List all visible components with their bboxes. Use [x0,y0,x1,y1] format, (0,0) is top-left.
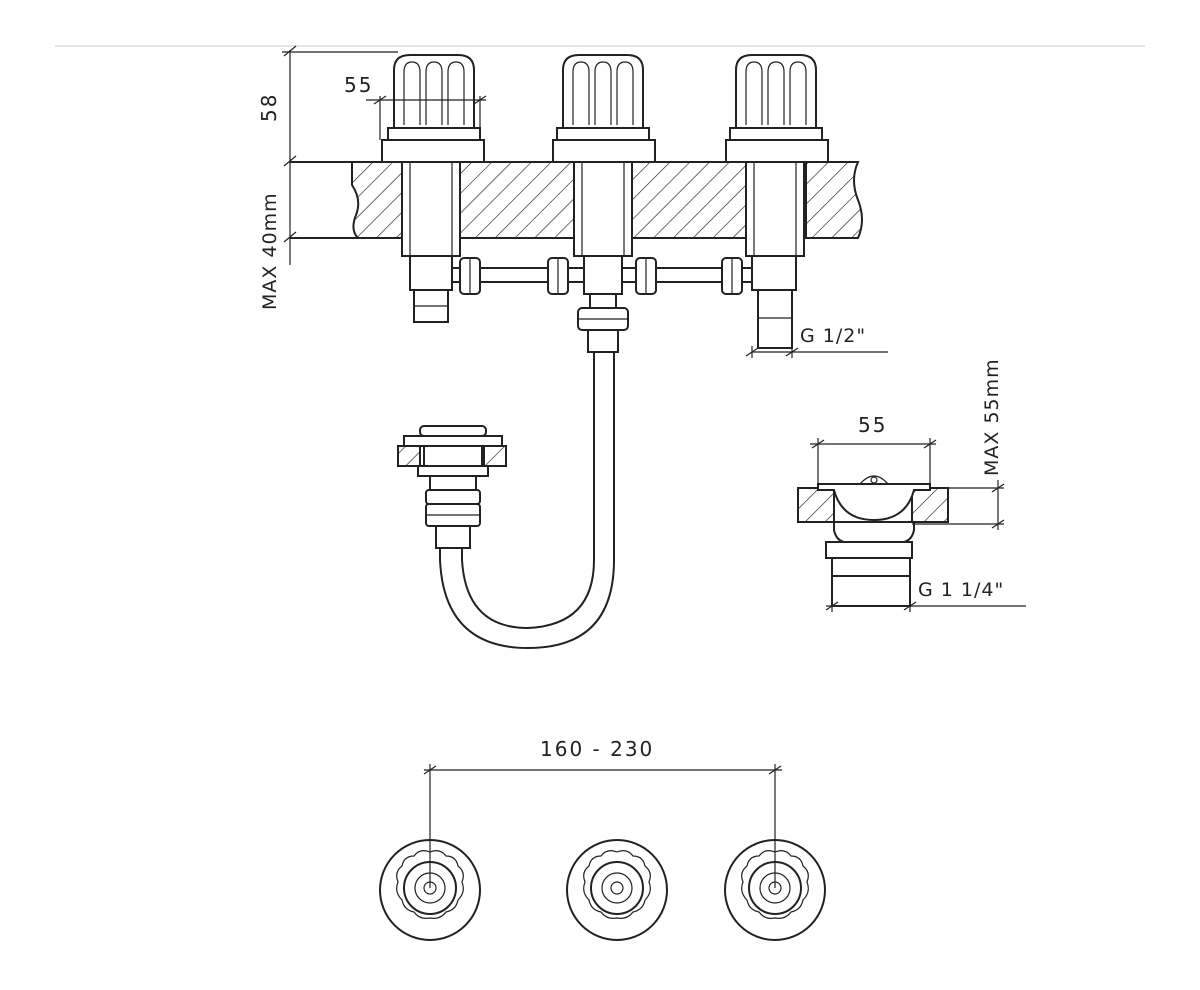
dim-max-deck-thickness: MAX 40mm [259,192,281,310]
spout-hose [439,293,629,650]
crossover-pipes [451,257,753,295]
rosette-center [566,839,668,941]
handle-right [725,54,829,163]
dimension-lines [282,45,1026,888]
dim-drain-width: 55 [858,413,887,437]
dim-drain-max-deck: MAX 55mm [981,358,1003,476]
dim-handle-height: 58 [257,93,281,122]
dim-inlet-thread: G 1/2" [800,325,866,347]
dim-spread: 160 - 230 [540,737,654,761]
handle-center [552,54,656,163]
dim-drain-thread: G 1 1/4" [918,579,1004,601]
dim-handle-width: 55 [344,73,373,97]
valve-body-left [401,161,461,323]
valve-body-right [745,161,805,349]
spout-assembly [397,425,507,549]
handle-left [381,54,485,163]
valve-body-center [573,161,633,295]
drain-assembly [797,475,949,607]
